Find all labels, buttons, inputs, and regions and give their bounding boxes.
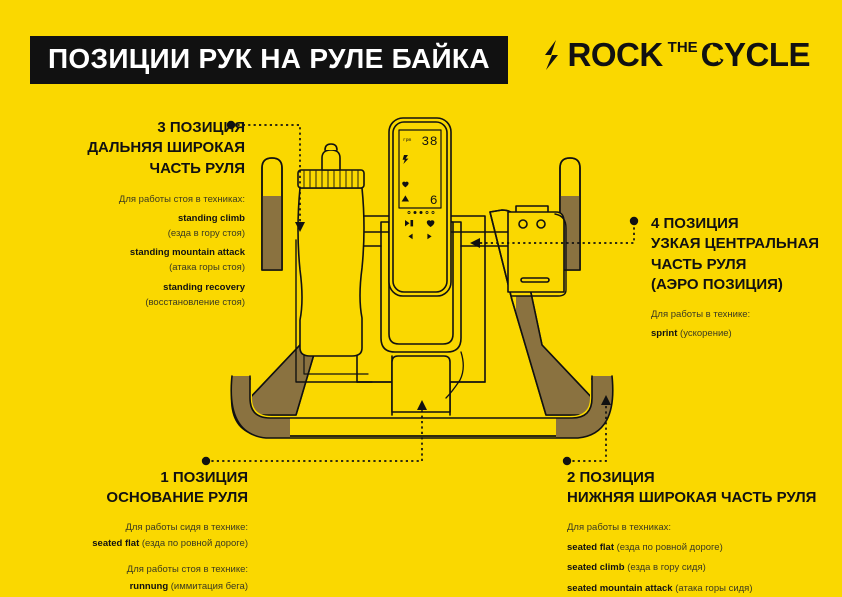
logo-word-cycle-text: CYCLE <box>700 36 811 73</box>
position-4-item-1: sprint (ускорение) <box>651 327 841 342</box>
position-2-term-3: seated mountain attack <box>567 583 673 595</box>
position-4-heading-line-2: УЗКАЯ ЦЕНТРАЛЬНАЯ <box>651 235 820 253</box>
leader-position-1 <box>206 410 423 462</box>
heart-icon <box>402 181 409 188</box>
heart-button <box>426 220 435 228</box>
position-3-term-3: standing recovery <box>163 281 245 293</box>
position-4-gloss-1: (ускорение) <box>680 328 732 340</box>
lightning-bolt-icon <box>545 40 559 70</box>
position-3-heading: 3 ПОЗИЦИЯ ДАЛЬНЯЯ ШИРОКАЯ ЧАСТЬ РУЛЯ <box>0 118 245 179</box>
position-3-gloss-1: (езда в гору стоя) <box>167 227 245 239</box>
position-2-heading-line-1: 2 ПОЗИЦИЯ <box>567 469 655 486</box>
position-3-term-2: standing mountain attack <box>129 247 245 259</box>
mountain-icon <box>401 195 409 202</box>
position-2-term-1: seated flat <box>567 541 614 553</box>
leader-position-3 <box>232 124 301 222</box>
position-4-heading-line-1: 4 ПОЗИЦИЯ <box>651 215 739 232</box>
leader-arrow-position-2 <box>601 395 611 405</box>
position-3-item-3: standing recovery (восстановление стоя) <box>0 281 245 310</box>
position-1-heading: 1 ПОЗИЦИЯ ОСНОВАНИЕ РУЛЯ <box>0 468 248 509</box>
position-3-heading-line-2: ДАЛЬНЯЯ ШИРОКАЯ <box>87 139 245 157</box>
prev-button <box>408 233 413 240</box>
position-3-heading-line-3: ЧАСТЬ РУЛЯ <box>149 159 245 177</box>
position-3-item-1: standing climb (езда в гору стоя) <box>0 212 245 241</box>
position-1-lead: Для работы сидя в технике: <box>125 521 248 533</box>
position-3-heading-line-1: 3 ПОЗИЦИЯ <box>157 119 245 136</box>
position-1-heading-line-2: ОСНОВАНИЕ РУЛЯ <box>106 489 248 507</box>
logo-word-rock: ROCK <box>567 36 663 73</box>
position-4-lead: Для работы в технике: <box>651 309 751 320</box>
brand-logo: ROCK THE CYCLE <box>544 36 811 73</box>
console-value-bottom: 6 <box>430 193 438 208</box>
position-4-term-1: sprint <box>651 328 678 340</box>
position-1-block: 1 ПОЗИЦИЯ ОСНОВАНИЕ РУЛЯ Для работы сидя… <box>0 468 248 594</box>
position-2-heading: 2 ПОЗИЦИЯ НИЖНЯЯ ШИРОКАЯ ЧАСТЬ РУЛЯ <box>567 468 842 509</box>
position-1-heading-line-1: 1 ПОЗИЦИЯ <box>160 469 248 486</box>
console-screen-contents: rpm 38 6 <box>401 134 438 240</box>
position-2-item-3: seated mountain attack (атака горы сидя) <box>567 582 842 597</box>
leader-arrow-position-4 <box>470 238 480 248</box>
position-3-term-1: standing climb <box>177 213 245 224</box>
page-title: ПОЗИЦИИ РУК НА РУЛЕ БАЙКА <box>30 36 508 84</box>
leader-dot-position-3 <box>226 120 236 130</box>
position-2-term-2: seated climb <box>567 562 625 574</box>
position-2-item-1: seated flat (езда по ровной дороге) <box>567 541 842 556</box>
position-3-block: 3 ПОЗИЦИЯ ДАЛЬНЯЯ ШИРОКАЯ ЧАСТЬ РУЛЯ Для… <box>0 118 245 310</box>
leader-dot-position-1 <box>201 456 211 466</box>
leader-lines <box>206 124 635 462</box>
leader-arrow-position-1 <box>417 400 427 410</box>
position-4-block: 4 ПОЗИЦИЯ УЗКАЯ ЦЕНТРАЛЬНАЯ ЧАСТЬ РУЛЯ (… <box>651 214 841 342</box>
position-3-lead: Для работы стоя в техниках: <box>118 193 245 205</box>
console-progress-dots <box>407 211 435 214</box>
position-2-gloss-1: (езда по ровной дороге) <box>616 541 723 553</box>
position-2-heading-line-2: НИЖНЯЯ ШИРОКАЯ ЧАСТЬ РУЛЯ <box>567 489 817 507</box>
leader-dot-position-2 <box>562 456 572 466</box>
console-buttons <box>405 220 435 240</box>
position-1-gloss-2: (иммитация бега) <box>170 580 248 592</box>
leader-dot-position-4 <box>629 216 639 226</box>
leader-arrow-position-3 <box>295 222 305 232</box>
logo-word-cycle: CYCLE <box>700 36 811 73</box>
position-2-gloss-3: (атака горы сидя) <box>675 583 753 595</box>
position-1-gloss-1: (езда по ровной дороге) <box>141 537 248 549</box>
logo-word-the: THE <box>667 39 698 56</box>
position-1-item-2: runnung (иммитация бега) <box>0 580 248 595</box>
position-4-heading-line-4: (АЭРО ПОЗИЦИЯ) <box>651 275 783 293</box>
pause-button <box>410 220 414 227</box>
bolt-icon <box>402 155 409 164</box>
position-3-item-2: standing mountain attack (атака горы сто… <box>0 246 245 275</box>
position-4-heading: 4 ПОЗИЦИЯ УЗКАЯ ЦЕНТРАЛЬНАЯ ЧАСТЬ РУЛЯ (… <box>651 214 841 295</box>
position-4-heading-line-3: ЧАСТЬ РУЛЯ <box>651 255 747 273</box>
console-unit-label: rpm <box>403 138 412 143</box>
next-button <box>427 233 432 240</box>
position-2-item-2: seated climb (езда в гору сидя) <box>567 561 842 576</box>
position-1-lead-2: Для работы стоя в технике: <box>126 564 248 576</box>
page-title-text: ПОЗИЦИИ РУК НА РУЛЕ БАЙКА <box>48 43 490 74</box>
position-2-lead: Для работы в техниках: <box>567 521 672 533</box>
position-2-gloss-2: (езда в гору сидя) <box>627 562 706 574</box>
position-1-term-2: runnung <box>129 580 169 592</box>
position-3-gloss-3: (восстановление стоя) <box>145 296 245 308</box>
position-2-block: 2 ПОЗИЦИЯ НИЖНЯЯ ШИРОКАЯ ЧАСТЬ РУЛЯ Для … <box>567 468 842 597</box>
leader-position-2 <box>567 405 607 462</box>
leader-position-4 <box>480 222 635 244</box>
console-value-top: 38 <box>421 134 438 149</box>
position-1-item-1: seated flat (езда по ровной дороге) <box>0 537 248 552</box>
position-3-gloss-2: (атака горы стоя) <box>169 262 245 274</box>
position-1-term-1: seated flat <box>92 537 140 549</box>
leader-markers <box>201 120 639 466</box>
play-button <box>405 220 410 227</box>
